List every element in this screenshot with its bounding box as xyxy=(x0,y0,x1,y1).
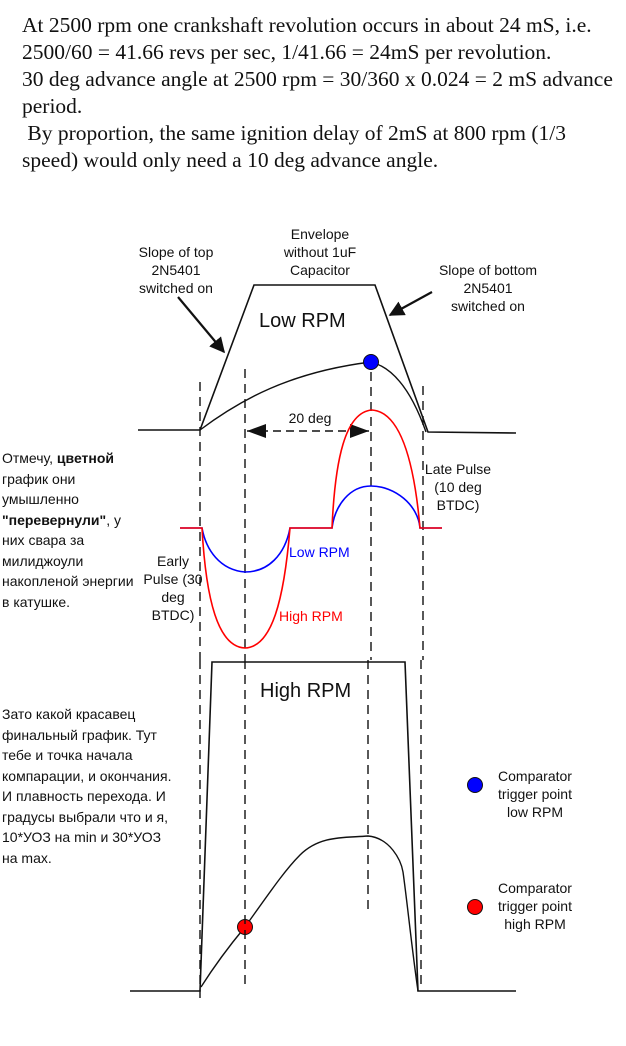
early-pulse-label-line: Early xyxy=(157,553,189,569)
intro-line-3: 30 deg advance angle at 2500 rpm = 30/36… xyxy=(22,67,619,118)
callout-line: switched on xyxy=(451,298,525,314)
low-rpm-charge-curve xyxy=(199,361,427,433)
legend-low-rpm-dot xyxy=(467,777,483,793)
legend-high-rpm-dot xyxy=(467,899,483,915)
note1-quote: " xyxy=(2,511,9,528)
low-rpm-trigger-point xyxy=(363,354,379,370)
callout-line: 2N5401 xyxy=(463,280,512,296)
note1-quote: " xyxy=(99,511,107,528)
legend-high-rpm: Comparator trigger point high RPM xyxy=(467,880,572,932)
intro-line-4: By proportion, the same ignition delay o… xyxy=(22,121,572,172)
high-rpm-wave-label: High RPM xyxy=(279,608,343,624)
low-rpm-wave-label: Low RPM xyxy=(289,544,350,560)
annotation-note-2: Зато какой красавец финальный график. Ту… xyxy=(2,706,172,866)
callout-line: Envelope xyxy=(291,226,350,242)
callout-line: Slope of top xyxy=(139,244,214,260)
angle-label: 20 deg xyxy=(289,410,332,426)
annotation-note-1: Отмечу, цветной график они умышленно "пе… xyxy=(2,448,142,612)
late-pulse-label-line: Late Pulse xyxy=(425,461,491,477)
arrow-left-head xyxy=(247,424,266,438)
timing-markers-top xyxy=(199,369,424,660)
late-pulse-label-line: BTDC) xyxy=(437,497,480,513)
high-rpm-pulse-wave xyxy=(180,409,442,649)
note1-text: , у них свара за милиджоули накопленой э… xyxy=(2,511,134,610)
legend-line: trigger point xyxy=(498,786,572,802)
late-pulse-label-line: (10 deg xyxy=(434,479,481,495)
early-pulse-label-line: BTDC) xyxy=(152,607,195,623)
low-rpm-envelope xyxy=(138,284,517,434)
callout-line: Slope of bottom xyxy=(439,262,537,278)
callout-arrow-right xyxy=(388,291,433,316)
top-center-callout: Envelope without 1uF Capacitor xyxy=(283,226,356,278)
note1-bold: цветной xyxy=(56,450,115,466)
early-pulse-label-line: Pulse (30 xyxy=(143,571,202,587)
intro-line-1: At 2500 rpm one crankshaft revolution oc… xyxy=(22,13,592,37)
early-pulse-label-line: deg xyxy=(161,589,184,605)
legend-line: low RPM xyxy=(507,804,563,820)
note1-text: график они умышленно xyxy=(2,470,79,508)
pulse-waveforms xyxy=(180,409,442,649)
top-right-callout: Slope of bottom 2N5401 switched on xyxy=(439,262,537,314)
arrow-right-head xyxy=(350,424,369,438)
callout-arrow-left xyxy=(177,296,225,354)
intro-text: At 2500 rpm one crankshaft revolution oc… xyxy=(22,12,622,174)
legend-line: Comparator xyxy=(498,768,572,784)
callout-line: 2N5401 xyxy=(151,262,200,278)
intro-line-2: 2500/60 = 41.66 revs per sec, 1/41.66 = … xyxy=(22,40,552,64)
high-rpm-charge-curve xyxy=(200,835,419,992)
timing-markers-bottom xyxy=(199,660,422,998)
legend-line: Comparator xyxy=(498,880,572,896)
low-rpm-title: Low RPM xyxy=(259,310,346,332)
legend-line: high RPM xyxy=(504,916,565,932)
high-rpm-title: High RPM xyxy=(260,680,351,702)
callout-line: switched on xyxy=(139,280,213,296)
callout-line: without 1uF xyxy=(283,244,356,260)
high-rpm-envelope xyxy=(130,661,516,992)
note1-bold: перевернули xyxy=(8,511,100,528)
note1-text: Отмечу, xyxy=(2,450,57,466)
legend-low-rpm: Comparator trigger point low RPM xyxy=(467,768,572,820)
callout-line: Capacitor xyxy=(290,262,350,278)
legend-line: trigger point xyxy=(498,898,572,914)
top-left-callout: Slope of top 2N5401 switched on xyxy=(139,244,214,296)
